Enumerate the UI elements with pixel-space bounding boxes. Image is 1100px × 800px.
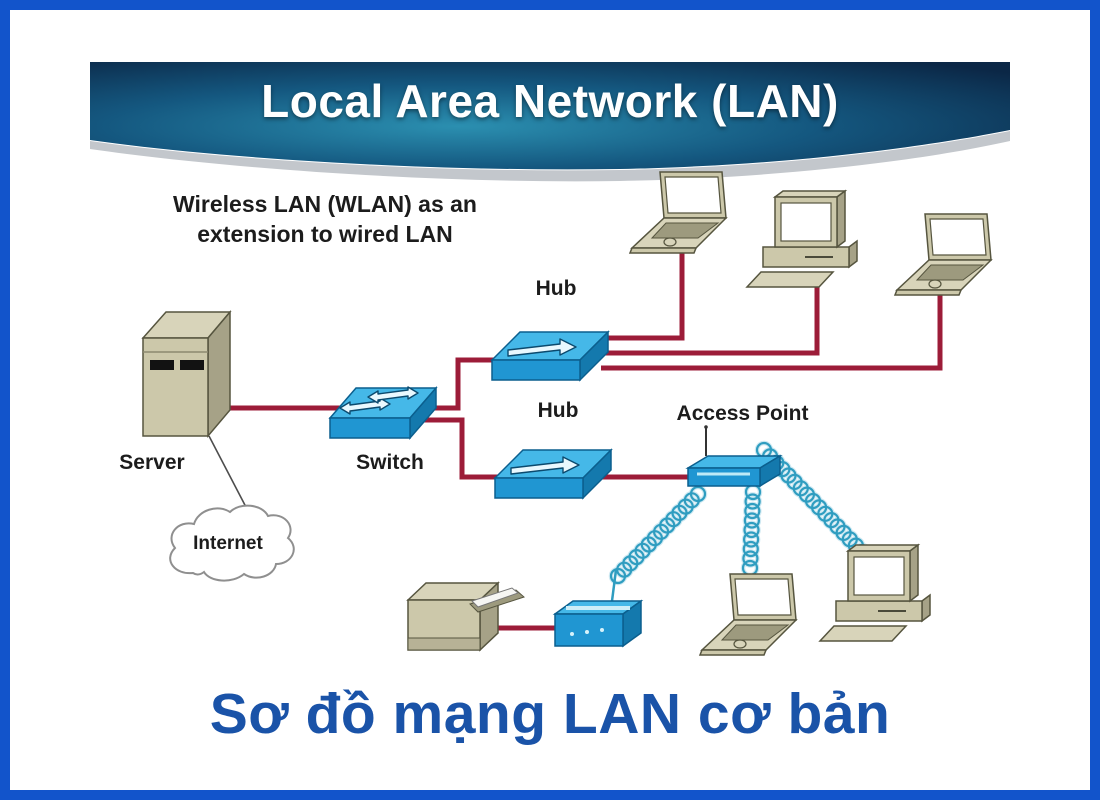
internet-cloud-icon [169, 504, 295, 582]
banner-title: Local Area Network (LAN) [261, 75, 839, 127]
access-point-icon [685, 425, 783, 488]
banner-shadow-swoosh [90, 131, 1010, 182]
wireless-coil-segment [744, 502, 761, 520]
hub-bottom-icon [493, 448, 613, 500]
cable-hub-laptop-1 [595, 240, 685, 341]
wireless-coil-segment [742, 550, 759, 567]
cable-server-switch-hub-top [208, 357, 505, 411]
cable-hub-desktop [598, 272, 820, 356]
diagram-caption: Sơ đồ mạng LAN cơ bản [209, 682, 891, 746]
hub-top-icon [490, 330, 610, 382]
line-server-internet [208, 435, 248, 510]
switch-icon [328, 385, 438, 441]
wlan-note: Wireless LAN (WLAN) as an extension to w… [125, 189, 525, 249]
server-label: Server [119, 451, 185, 474]
hub-top-label: Hub [535, 277, 577, 300]
server-icon [141, 309, 232, 439]
printer-icon [406, 581, 525, 652]
hub-bottom-label: Hub [537, 399, 579, 422]
wireless-coil-segment [742, 531, 760, 548]
internet-label: Internet [193, 533, 263, 554]
laptop-wireless-icon [698, 573, 798, 656]
cable-hub-laptop-2 [601, 284, 943, 371]
wireless-coil-segment [609, 567, 627, 585]
wlan-note-line2: extension to wired LAN [197, 221, 453, 247]
wireless-coil-segment [743, 512, 761, 529]
access-point-label: Access Point [676, 402, 809, 425]
title-banner [90, 62, 1010, 182]
wireless-coil-segment [743, 521, 760, 539]
banner-shape [90, 62, 1010, 170]
laptop-wired-1-icon [628, 171, 728, 254]
desktop-wireless-icon [818, 543, 931, 642]
bridge-antenna-line [610, 569, 618, 602]
wireless-coil-segment [744, 493, 761, 510]
laptop-wired-2-icon [893, 213, 993, 296]
wireless-coil-segment [742, 540, 759, 558]
wireless-bridge-icon [552, 599, 644, 648]
wlan-note-line1: Wireless LAN (WLAN) as an [173, 191, 477, 217]
switch-label: Switch [356, 451, 424, 474]
desktop-wired-icon [745, 189, 858, 288]
